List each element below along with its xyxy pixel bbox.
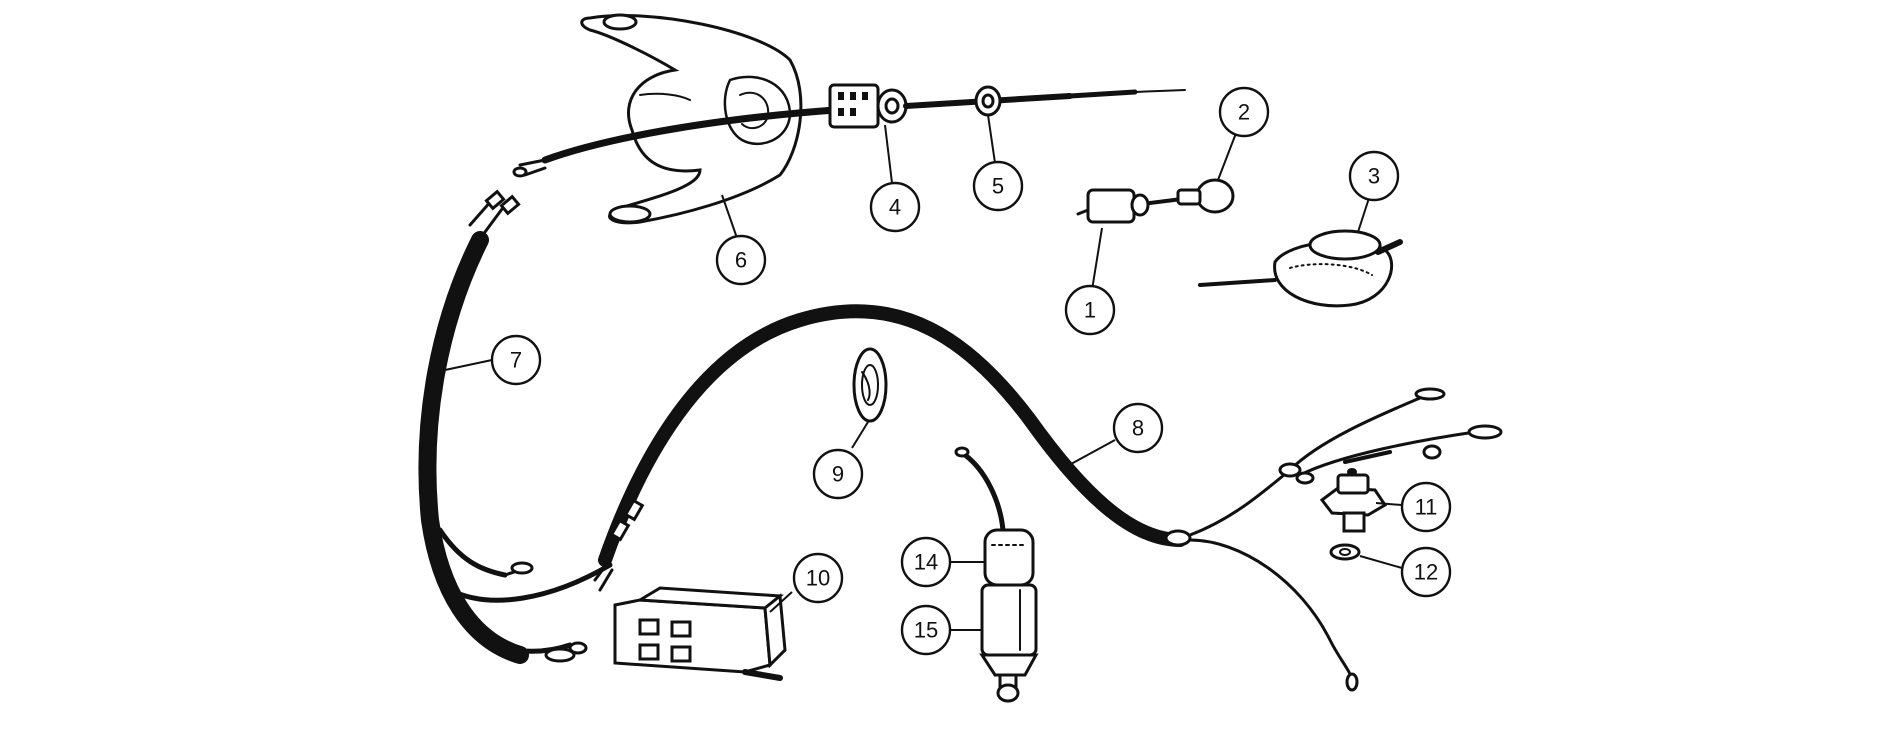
grommet-9 (852, 347, 888, 423)
callout-6: 6 (715, 234, 767, 286)
callout-3: 3 (1348, 150, 1400, 202)
leader-8 (1059, 439, 1116, 471)
callout-8-label: 8 (1132, 416, 1144, 441)
callout-12-label: 12 (1414, 560, 1438, 585)
callout-8: 8 (1112, 402, 1164, 454)
leader-7 (444, 359, 493, 371)
leader-12 (1359, 555, 1403, 569)
callout-2-label: 2 (1238, 100, 1250, 125)
callout-15: 15 (900, 604, 952, 656)
callout-2: 2 (1218, 86, 1270, 138)
callout-4: 4 (869, 181, 921, 233)
switch-part-3 (1198, 229, 1403, 308)
callout-7: 7 (490, 334, 542, 386)
callout-11: 11 (1400, 481, 1452, 533)
callout-12: 12 (1400, 546, 1452, 598)
callout-5: 5 (972, 160, 1024, 212)
sender-11 (1319, 468, 1388, 533)
callout-1-label: 1 (1084, 298, 1096, 323)
leader-6 (721, 194, 738, 239)
callout-4-label: 4 (889, 195, 901, 220)
switch-part-1-2 (1076, 178, 1235, 224)
leader-10 (769, 591, 793, 613)
callout-7-label: 7 (510, 348, 522, 373)
leader-lines (444, 114, 1403, 631)
headlamp-cable (512, 83, 1186, 178)
headlamp-shell (580, 13, 803, 225)
callout-5-label: 5 (992, 174, 1004, 199)
leader-2 (1217, 127, 1239, 181)
callout-9-label: 9 (832, 462, 844, 487)
harness-left (418, 189, 613, 664)
leader-4 (884, 124, 893, 184)
connector-block (828, 83, 880, 129)
leader-5 (987, 114, 996, 164)
washer-12 (1329, 543, 1361, 561)
callout-3-label: 3 (1368, 164, 1380, 189)
relay-unit (613, 586, 787, 681)
callout-10-label: 10 (806, 566, 830, 591)
callout-10: 10 (792, 552, 844, 604)
leader-3 (1357, 194, 1371, 233)
leader-1 (1091, 227, 1103, 291)
callout-14: 14 (900, 536, 952, 588)
callout-6-label: 6 (735, 248, 747, 273)
harness-main (593, 304, 1503, 692)
pressure-switch-14-15 (954, 446, 1039, 703)
callout-1: 1 (1064, 284, 1116, 336)
leader-9 (851, 421, 869, 449)
callout-14-label: 14 (914, 550, 938, 575)
callout-11-label: 11 (1415, 495, 1438, 520)
leader-11 (1375, 502, 1403, 506)
callout-9: 9 (812, 448, 864, 500)
callout-15-label: 15 (914, 618, 938, 643)
